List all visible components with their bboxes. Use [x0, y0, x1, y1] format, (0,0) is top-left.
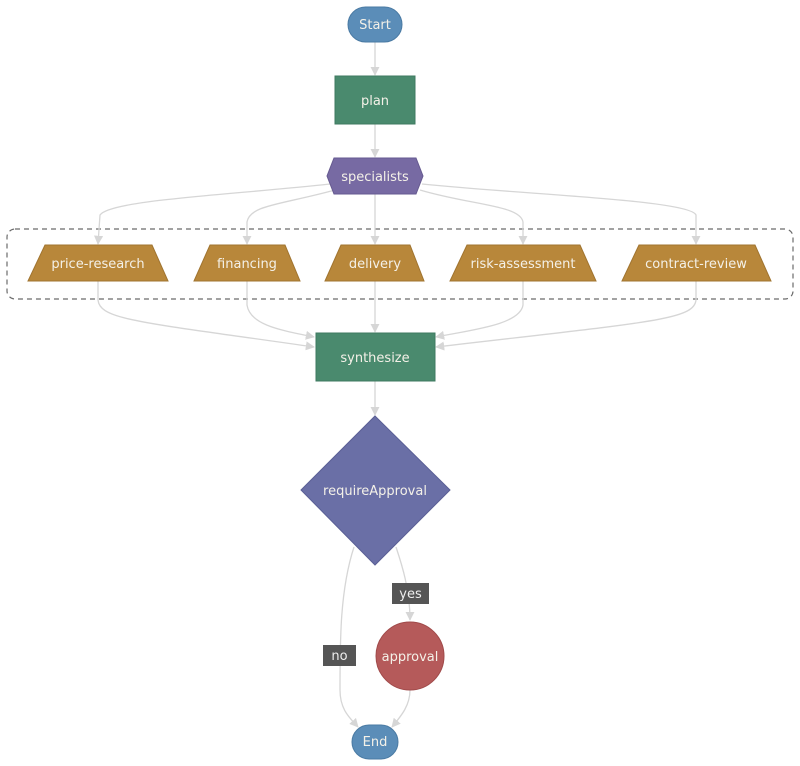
edges-layer: [94, 42, 701, 728]
edge-specialists-contract-review[interactable]: [421, 183, 701, 245]
edge-risk-assessment-synthesize[interactable]: [435, 281, 524, 340]
node-end[interactable]: End: [351, 724, 399, 760]
node-financing[interactable]: financing: [193, 244, 301, 282]
edge-price-research-synthesize[interactable]: [97, 281, 315, 351]
node-start-label: Start: [359, 18, 391, 33]
node-specialists-label: specialists: [341, 170, 409, 185]
edge-label-no: no: [323, 645, 356, 666]
node-contract-review-label: contract-review: [645, 257, 747, 272]
node-contract-review[interactable]: contract-review: [621, 244, 772, 282]
node-synthesize-label: synthesize: [340, 351, 409, 366]
node-delivery[interactable]: delivery: [324, 244, 425, 282]
edge-contract-review-synthesize[interactable]: [435, 281, 697, 351]
node-risk-assessment[interactable]: risk-assessment: [449, 244, 597, 282]
edge-label-yes: yes: [392, 583, 429, 604]
node-delivery-label: delivery: [349, 257, 402, 272]
node-approval[interactable]: approval: [375, 621, 445, 691]
node-synthesize[interactable]: synthesize: [315, 332, 436, 382]
node-start[interactable]: Start: [347, 6, 403, 43]
node-risk-assessment-label: risk-assessment: [470, 257, 575, 272]
edge-financing-synthesize[interactable]: [246, 281, 315, 340]
edge-specialists-price-research[interactable]: [94, 183, 331, 245]
edge-requireApproval-end[interactable]: [339, 546, 359, 728]
edge-specialists-financing[interactable]: [242, 189, 336, 245]
node-plan[interactable]: plan: [334, 75, 416, 125]
node-approval-label: approval: [382, 650, 439, 665]
node-financing-label: financing: [217, 257, 277, 272]
node-plan-label: plan: [361, 94, 389, 109]
node-specialists[interactable]: specialists: [326, 157, 424, 195]
edge-label-no-text: no: [331, 649, 347, 664]
parallel-specialists-cluster: [6, 228, 794, 300]
node-price-research[interactable]: price-research: [27, 244, 169, 282]
node-requireApproval-label: requireApproval: [323, 484, 427, 499]
edge-approval-end[interactable]: [391, 689, 411, 728]
node-end-label: End: [363, 735, 388, 750]
edge-label-yes-text: yes: [399, 587, 422, 602]
edge-requireApproval-approval[interactable]: [395, 546, 415, 621]
node-requireApproval[interactable]: requireApproval: [300, 415, 451, 566]
edge-specialists-risk-assessment[interactable]: [419, 189, 528, 245]
node-price-research-label: price-research: [51, 257, 144, 272]
